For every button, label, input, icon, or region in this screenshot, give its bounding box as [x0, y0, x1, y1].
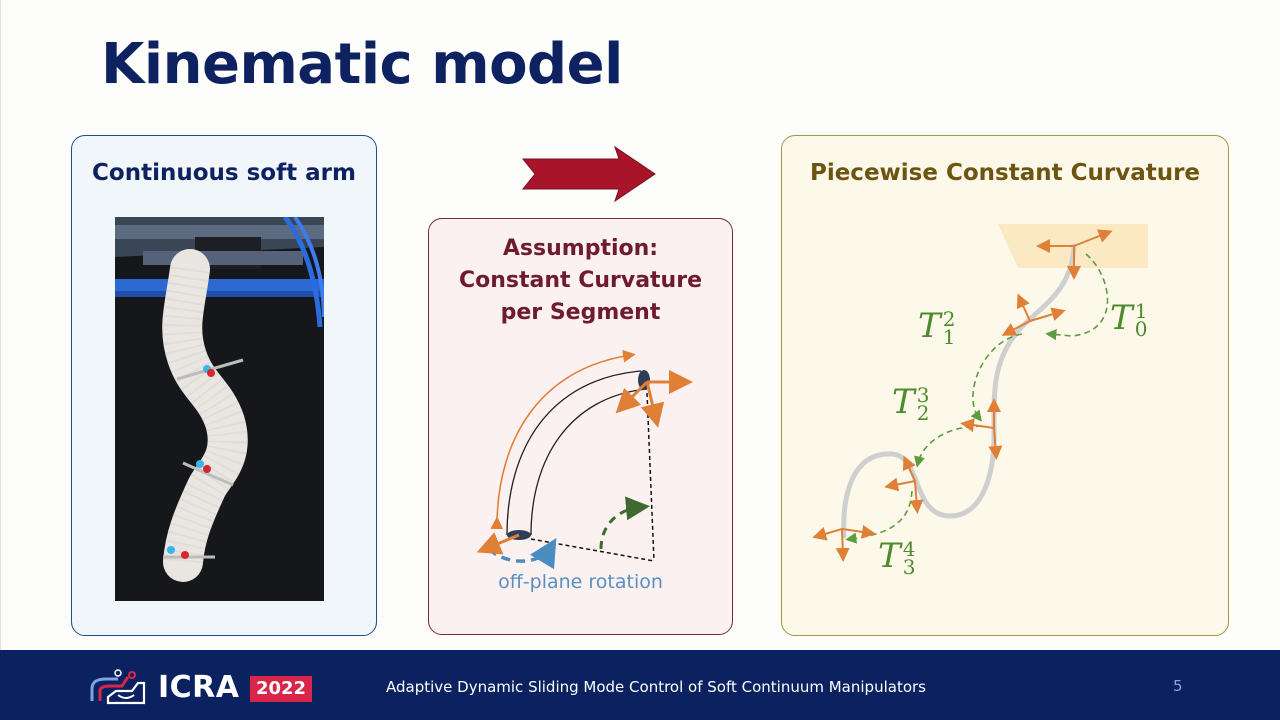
- pcc-diagram: [812, 224, 1148, 562]
- continuous-soft-arm-panel: Continuous soft arm: [71, 135, 377, 636]
- heading-line-2: Constant Curvature: [458, 268, 702, 293]
- constant-curvature-diagram: [476, 349, 693, 570]
- slide-title: Kinematic model: [101, 32, 623, 97]
- assumption-panel: Assumption: Constant Curvature per Segme…: [428, 218, 733, 635]
- piecewise-constant-curvature-panel: Piecewise Constant Curvature: [781, 135, 1229, 636]
- conference-year-badge: 2022: [250, 676, 312, 702]
- off-plane-rotation-caption: off-plane rotation: [498, 571, 663, 593]
- panel-heading: Assumption: Constant Curvature per Segme…: [429, 233, 732, 329]
- footer-bar: [0, 650, 1280, 720]
- panel-heading: Continuous soft arm: [92, 160, 356, 186]
- page-number: 5: [1173, 677, 1183, 695]
- right-arrow-icon: [521, 145, 661, 207]
- heading-line-1: Assumption:: [502, 236, 659, 261]
- conference-name: ICRA: [158, 670, 240, 705]
- soft-arm-photo: [115, 217, 324, 601]
- heading-line-3: per Segment: [500, 300, 661, 325]
- panel-heading: Piecewise Constant Curvature: [809, 160, 1201, 186]
- icra-logo-icon: [88, 667, 150, 711]
- talk-title: Adaptive Dynamic Sliding Mode Control of…: [386, 678, 926, 696]
- slide: Kinematic model Continuous soft arm: [0, 0, 1229, 650]
